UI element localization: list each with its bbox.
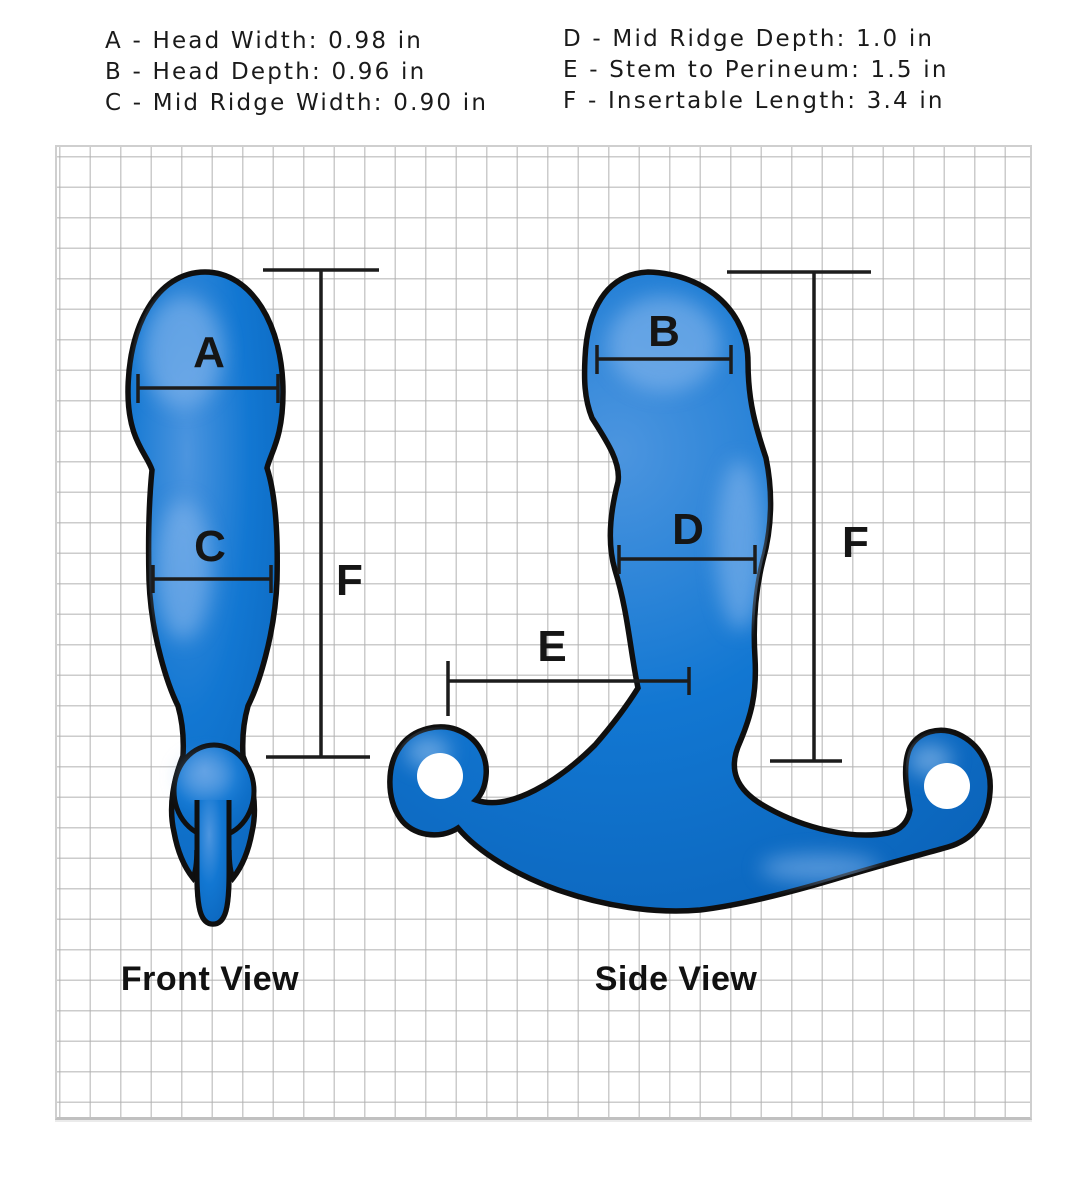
legend-line-d: D - Mid Ridge Depth: 1.0 in (563, 26, 935, 52)
legend-line-e: E - Stem to Perineum: 1.5 in (563, 57, 949, 83)
legend-right-column: D - Mid Ridge Depth: 1.0 in E - Stem to … (563, 24, 949, 117)
legend-line-f: F - Insertable Length: 3.4 in (563, 88, 945, 114)
legend-line-b: B - Head Depth: 0.96 in (105, 59, 427, 85)
graph-paper-background (55, 145, 1032, 1120)
legend-line-a: A - Head Width: 0.98 in (105, 28, 424, 54)
legend-line-c: C - Mid Ridge Width: 0.90 in (105, 90, 489, 116)
legend-left-column: A - Head Width: 0.98 in B - Head Depth: … (105, 26, 488, 119)
